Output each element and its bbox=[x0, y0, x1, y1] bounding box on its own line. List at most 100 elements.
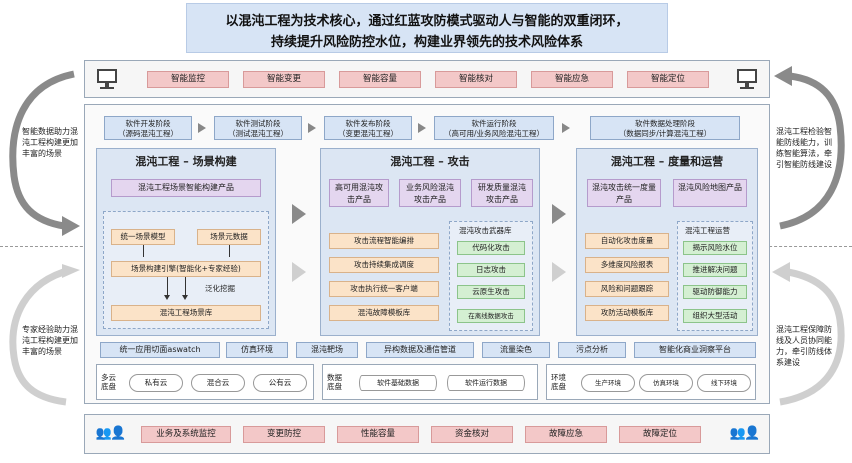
tool-insight: 智能化商业洞察平台 bbox=[634, 342, 756, 358]
base-data-label: 数据底盘 bbox=[327, 373, 342, 391]
computer-icon-left bbox=[95, 69, 119, 91]
arsenal-data: 在离线数据攻击 bbox=[457, 309, 525, 323]
smart-monitor: 智能监控 bbox=[147, 71, 229, 88]
smart-verify: 智能核对 bbox=[435, 71, 517, 88]
stage-release-line2: （变更混沌工程） bbox=[338, 129, 398, 138]
measure-product-unified: 混沌攻击统一度量产品 bbox=[587, 179, 661, 207]
stage-test: 软件测试阶段 （测试混沌工程） bbox=[214, 116, 302, 140]
panel-measure: 混沌工程 – 度量和运营 混沌攻击统一度量产品 混沌风险地图产品 自动化攻击度量… bbox=[576, 148, 758, 336]
left-bottom-curve-arrow bbox=[9, 264, 80, 406]
tool-pipeline: 异构数据及通信管道 bbox=[366, 342, 474, 358]
tool-range: 混沌靶场 bbox=[296, 342, 358, 358]
computer-icon-right bbox=[735, 69, 759, 91]
fault-locate: 故障定位 bbox=[619, 426, 701, 443]
arrow-p1-p2-top bbox=[292, 204, 306, 224]
human-row: 👥👤 业务及系统监控 变更防控 性能容量 资金核对 故障应急 故障定位 👥👤 bbox=[84, 414, 770, 454]
data-runtime: 软件运行数据 bbox=[447, 375, 525, 391]
stage-dev: 软件开发阶段 （源码混沌工程） bbox=[104, 116, 192, 140]
fund-verify: 资金核对 bbox=[431, 426, 513, 443]
fault-emergency: 故障应急 bbox=[525, 426, 607, 443]
base-cloud-label: 多云底盘 bbox=[101, 373, 116, 391]
tool-aswatch: 统一应用切面aswatch bbox=[100, 342, 220, 358]
stage-dev-line2: （源码混沌工程） bbox=[118, 129, 178, 138]
stage-dev-line1: 软件开发阶段 bbox=[125, 119, 171, 128]
stage-arrow-2 bbox=[308, 123, 316, 133]
env-offline: 线下环境 bbox=[697, 374, 751, 392]
panel-scene: 混沌工程 – 场景构建 混沌工程场景智能构建产品 统一场景模型 场景元数据 场景… bbox=[96, 148, 276, 336]
scene-model: 统一场景模型 bbox=[111, 229, 175, 245]
smart-emergency: 智能应急 bbox=[531, 71, 613, 88]
title-line-1: 以混沌工程为技术核心，通过红蓝攻防模式驱动人与智能的双重闭环， bbox=[225, 14, 629, 29]
change-control: 变更防控 bbox=[243, 426, 325, 443]
arsenal-cloud: 云原生攻击 bbox=[457, 285, 525, 299]
stage-release: 软件发布阶段 （变更混沌工程） bbox=[324, 116, 412, 140]
people-icon-right: 👥👤 bbox=[729, 426, 760, 441]
model-line bbox=[143, 245, 144, 257]
engine-arrow-2 bbox=[182, 295, 188, 300]
right-top-curve-arrow bbox=[774, 66, 845, 230]
attack-step-orchestrate: 攻击流程智能编排 bbox=[329, 233, 439, 249]
attack-step-client: 攻击执行统一客户端 bbox=[329, 281, 439, 297]
measure-step-report: 多维度风险报表 bbox=[585, 257, 669, 273]
panel-attack-title: 混沌工程 – 攻击 bbox=[390, 155, 470, 168]
ops-defense: 驱动防御能力 bbox=[683, 285, 747, 299]
base-cloud: 多云底盘 私有云 混合云 公有云 bbox=[96, 364, 314, 400]
attack-step-ci: 攻击持续集成调度 bbox=[329, 257, 439, 273]
measure-step-templates: 攻防活动模板库 bbox=[585, 305, 669, 321]
scene-library: 混沌工程场景库 bbox=[111, 305, 261, 321]
right-bottom-text: 混沌工程保障防线及人员协同能力，牵引防线体系建设 bbox=[776, 325, 832, 367]
intelligence-row: 智能监控 智能变更 智能容量 智能核对 智能应急 智能定位 bbox=[84, 60, 770, 98]
arsenal-title: 混沌攻击武器库 bbox=[459, 226, 512, 235]
smart-locate: 智能定位 bbox=[627, 71, 709, 88]
meta-line bbox=[229, 245, 230, 257]
stage-data-line1: 软件数据处理阶段 bbox=[635, 119, 695, 128]
scene-meta: 场景元数据 bbox=[197, 229, 261, 245]
scene-product: 混沌工程场景智能构建产品 bbox=[111, 179, 261, 197]
arsenal-code: 代码化攻击 bbox=[457, 241, 525, 255]
panel-attack: 混沌工程 – 攻击 高可用混沌攻击产品 业务风险混沌攻击产品 研发质量混沌攻击产… bbox=[320, 148, 540, 336]
stage-run-line2: （高可用/业务风险混沌工程） bbox=[443, 129, 545, 138]
stage-test-line1: 软件测试阶段 bbox=[235, 119, 281, 128]
arrow-p1-p2-bottom bbox=[292, 262, 306, 282]
scene-mining: 泛化挖掘 bbox=[205, 284, 235, 293]
stage-test-line2: （测试混沌工程） bbox=[228, 129, 288, 138]
cloud-public: 公有云 bbox=[253, 374, 307, 392]
ops-resolve: 推进解决问题 bbox=[683, 263, 747, 277]
attack-step-templates: 混沌故障模板库 bbox=[329, 305, 439, 321]
right-top-text: 混沌工程检验智能防线能力，训练智能算法，牵引智能防线建设 bbox=[776, 127, 832, 169]
data-basic: 软件基础数据 bbox=[359, 375, 437, 391]
stage-data: 软件数据处理阶段 （数据同步/计算混沌工程） bbox=[590, 116, 740, 140]
env-prod: 生产环境 bbox=[581, 374, 635, 392]
engine-line-2 bbox=[185, 277, 186, 297]
stage-release-line1: 软件发布阶段 bbox=[345, 119, 391, 128]
arrow-p2-p3-top bbox=[552, 204, 566, 224]
arrow-p2-p3-bottom bbox=[552, 262, 566, 282]
left-top-text: 智能数据助力混沌工程构建更加丰富的场景 bbox=[22, 127, 78, 158]
env-sim: 仿真环境 bbox=[639, 374, 693, 392]
smart-capacity: 智能容量 bbox=[339, 71, 421, 88]
title-band: 以混沌工程为技术核心，通过红蓝攻防模式驱动人与智能的双重闭环， 持续提升风险防控… bbox=[186, 3, 668, 53]
tool-taint: 污点分析 bbox=[558, 342, 626, 358]
left-top-curve-arrow bbox=[9, 70, 80, 236]
arsenal-log: 日志攻击 bbox=[457, 263, 525, 277]
attack-product-biz: 业务风险混沌攻击产品 bbox=[399, 179, 461, 207]
tool-traffic-dye: 流量染色 bbox=[482, 342, 550, 358]
panel-scene-title: 混沌工程 – 场景构建 bbox=[135, 155, 237, 168]
title-line-2: 持续提升风险防控水位，构建业界领先的技术风险体系 bbox=[270, 35, 583, 50]
cloud-private: 私有云 bbox=[129, 374, 183, 392]
engine-line-1 bbox=[167, 277, 168, 297]
base-env-label: 环境底盘 bbox=[551, 373, 566, 391]
base-env: 环境底盘 生产环境 仿真环境 线下环境 bbox=[546, 364, 756, 400]
right-bottom-curve-arrow bbox=[772, 262, 845, 406]
measure-step-track: 风险和问题跟踪 bbox=[585, 281, 669, 297]
panel-measure-title: 混沌工程 – 度量和运营 bbox=[610, 155, 724, 168]
attack-product-ha: 高可用混沌攻击产品 bbox=[329, 179, 389, 207]
perf-capacity: 性能容量 bbox=[337, 426, 419, 443]
measure-step-auto: 自动化攻击度量 bbox=[585, 233, 669, 249]
ops-events: 组织大型活动 bbox=[683, 309, 747, 323]
engine-arrow-1 bbox=[164, 295, 170, 300]
base-data: 数据底盘 软件基础数据 软件运行数据 bbox=[322, 364, 538, 400]
smart-change: 智能变更 bbox=[243, 71, 325, 88]
stage-run: 软件运行阶段 （高可用/业务风险混沌工程） bbox=[434, 116, 554, 140]
ops-reveal: 揭示风险水位 bbox=[683, 241, 747, 255]
